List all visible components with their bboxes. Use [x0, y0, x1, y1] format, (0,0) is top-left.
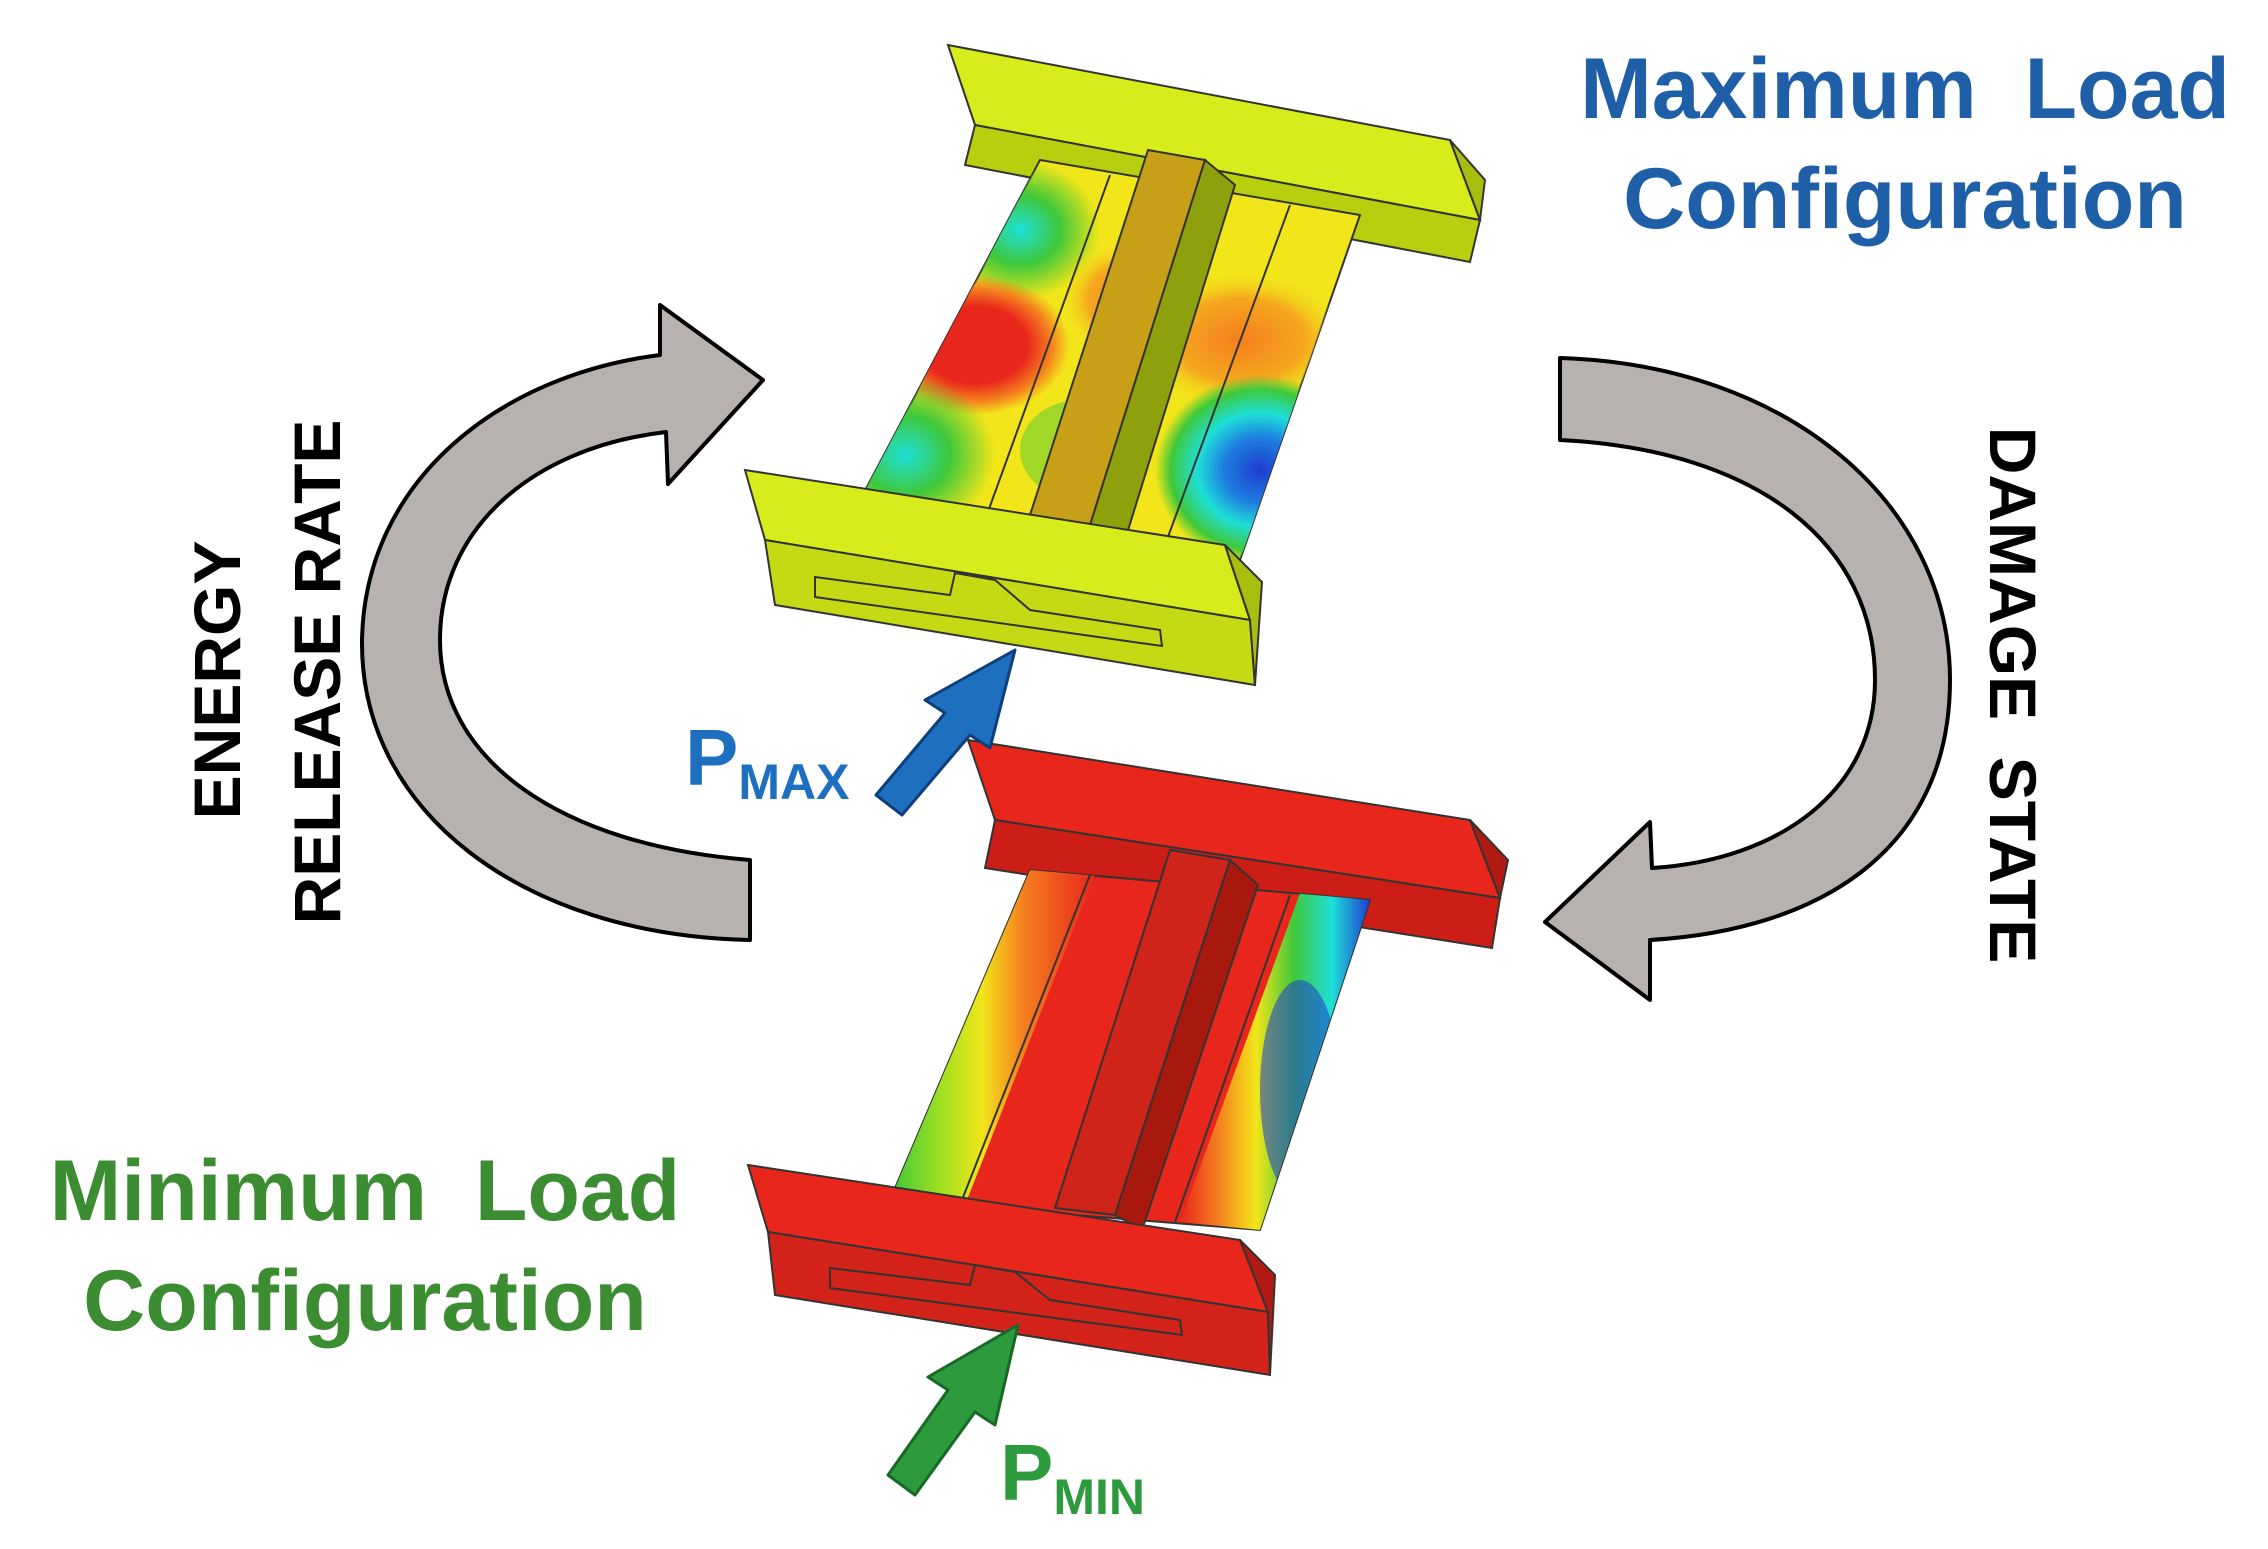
p-min-sub: MIN — [1053, 1469, 1145, 1525]
p-max-sub: MAX — [738, 754, 849, 810]
min-load-title-line1: Minimum Load — [50, 1143, 681, 1239]
max-load-fe-model — [743, 43, 1487, 687]
max-load-title-line1: Maximum Load — [1580, 41, 2230, 137]
p-min-main: P — [1000, 1428, 1053, 1517]
p-min-label: PMIN — [1000, 1428, 1145, 1525]
right-cycle-arrow — [1543, 356, 1952, 1002]
p-max-label: PMAX — [685, 713, 849, 810]
p-max-main: P — [685, 713, 738, 802]
min-load-fe-model — [746, 738, 1510, 1377]
left-cycle-arrow — [359, 303, 765, 942]
p-max-arrow — [874, 648, 1017, 817]
energy-label-line1: ENERGY — [180, 541, 254, 820]
min-load-title-line2: Configuration — [83, 1253, 647, 1349]
energy-label-line2: RELEASE RATE — [280, 420, 354, 925]
max-load-title-line2: Configuration — [1623, 151, 2187, 247]
p-min-arrow — [886, 1323, 1020, 1497]
damage-state-label: DAMAGE STATE — [1976, 427, 2050, 964]
